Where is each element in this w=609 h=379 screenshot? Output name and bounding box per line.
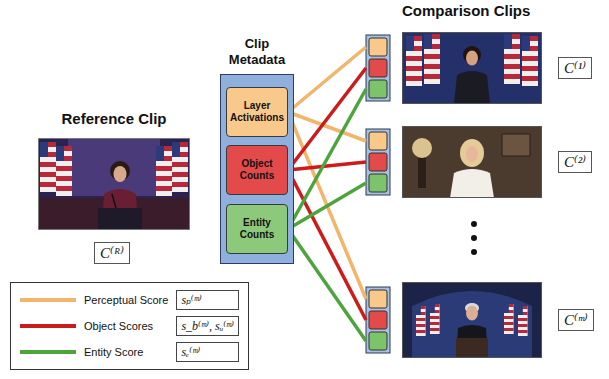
legend-symbol-slot: s_b⁽ᵐ⁾, sᵤ⁽ᵐ⁾ xyxy=(176,316,239,336)
panel-heading: Clip Metadata xyxy=(220,36,294,68)
clip-picture xyxy=(402,126,542,198)
score-column xyxy=(366,129,390,195)
score-symbol: s_b⁽ᵐ⁾, sᵤ⁽ᵐ⁾ xyxy=(176,316,239,336)
legend-text: Perceptual Score xyxy=(84,294,168,306)
legend-symbol-slot: sₚ⁽ᵐ⁾ xyxy=(176,290,239,310)
metadata-box: Layer Activations xyxy=(226,87,288,137)
group-heading: Comparison Clips xyxy=(402,2,530,19)
legend-line xyxy=(20,321,76,331)
metadata-box: Object Counts xyxy=(226,145,288,195)
legend: Perceptual Score sₚ⁽ᵐ⁾ Object Scores s_b⁽ᵐ⁾… xyxy=(10,282,249,370)
legend-text: Object Scores xyxy=(84,320,168,332)
comparison-clip: C⁽¹⁾ xyxy=(366,32,596,104)
score-connector xyxy=(288,89,366,229)
comparison-clip: C⁽ᵐ⁾ xyxy=(366,282,596,358)
box-label: Layer Activations xyxy=(228,100,286,124)
metadata-panel: Clip MetadataLayer ActivationsObject Cou… xyxy=(220,36,294,264)
score-column xyxy=(366,35,390,101)
clip-symbol: C⁽²⁾ xyxy=(558,151,592,173)
score-connector xyxy=(288,68,366,170)
reference-picture xyxy=(38,138,190,230)
ellipsis-dots xyxy=(471,221,477,255)
clip-heading: Reference Clip xyxy=(61,110,166,127)
score-connector xyxy=(288,183,366,229)
box-label: Entity Counts xyxy=(228,217,286,241)
clip-picture xyxy=(402,32,542,104)
score-symbol: sₑ⁽ᵐ⁾ xyxy=(176,342,239,362)
legend-line xyxy=(20,347,76,357)
reference-clip: Reference ClipC⁽ᴿ⁾ xyxy=(36,110,192,264)
metadata-panel-box: Layer ActivationsObject CountsEntity Cou… xyxy=(220,74,294,264)
score-column xyxy=(366,287,390,353)
legend-text: Entity Score xyxy=(84,346,168,358)
comparison-clip: C⁽²⁾ xyxy=(366,126,596,198)
box-label: Object Counts xyxy=(228,158,286,182)
clip-symbol: C⁽ᵐ⁾ xyxy=(558,309,594,331)
score-connector xyxy=(288,47,366,112)
clip-symbol: C⁽ᴿ⁾ xyxy=(94,242,130,264)
score-connector xyxy=(288,229,366,341)
score-connector xyxy=(288,162,366,170)
legend-line xyxy=(20,295,76,305)
metadata-box: Entity Counts xyxy=(226,204,288,254)
clip-symbol: C⁽¹⁾ xyxy=(558,57,592,79)
clip-picture xyxy=(402,282,542,358)
score-symbol: sₚ⁽ᵐ⁾ xyxy=(176,290,239,310)
legend-symbol-slot: sₑ⁽ᵐ⁾ xyxy=(176,342,239,362)
